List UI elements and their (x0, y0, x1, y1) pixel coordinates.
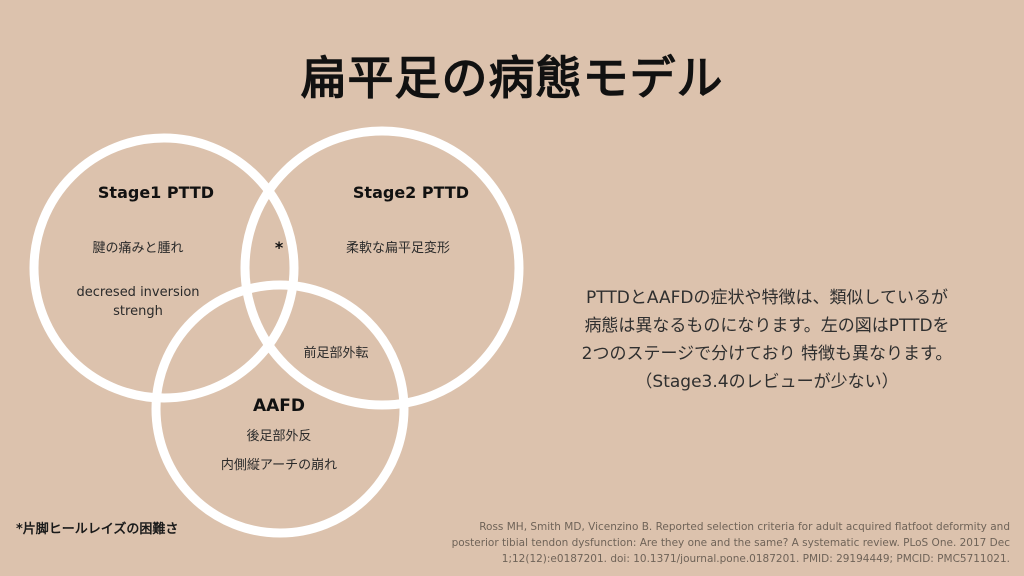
overlap-stage2-aafd-label: 前足部外転 (303, 346, 369, 361)
explanation-line: 2つのステージで分けており 特徴も異なります。 (581, 344, 953, 364)
reference-line: posterior tibial tendon dysfunction: Are… (451, 537, 1010, 549)
aafd-heading: AAFD (252, 396, 306, 416)
reference-line: Ross MH, Smith MD, Vicenzino B. Reported… (479, 521, 1010, 533)
stage2-heading: Stage2 PTTD (352, 183, 470, 202)
venn-circle-aafd (151, 280, 409, 538)
slide-title: 扁平足の病態モデル (300, 51, 724, 105)
explanation-line: 病態は異なるものになります。左の図はPTTDを (584, 316, 950, 336)
stage1-item-inversion: decresed inversion (76, 285, 200, 300)
aafd-item-arch-collapse: 内側縦アーチの崩れ (220, 458, 338, 473)
explanation-line: PTTDとAAFDの症状や特徴は、類似しているが (586, 288, 948, 308)
reference-citation: Ross MH, Smith MD, Vicenzino B. Reported… (420, 519, 1010, 567)
aafd-item-hindfoot-valgus: 後足部外反 (246, 429, 312, 444)
explanation-line: （Stage3.4のレビューが少ない） (635, 372, 899, 392)
stage1-item-strength: strengh (113, 304, 163, 319)
stage1-item-pain: 腱の痛みと腫れ (92, 241, 184, 256)
stage1-heading: Stage1 PTTD (97, 183, 215, 202)
reference-line: 1;12(12):e0187201. doi: 10.1371/journal.… (501, 553, 1010, 565)
stage2-item-flexible-flatfoot: 柔軟な扁平足変形 (345, 241, 451, 256)
footnote: *片脚ヒールレイズの困難さ (16, 522, 179, 537)
overlap-stage1-stage2-marker: * (274, 238, 284, 257)
explanation-text: PTTDとAAFDの症状や特徴は、類似しているが 病態は異なるものになります。左… (532, 284, 1002, 396)
venn-circle-stage2 (240, 126, 524, 410)
venn-circle-stage1 (29, 133, 299, 403)
